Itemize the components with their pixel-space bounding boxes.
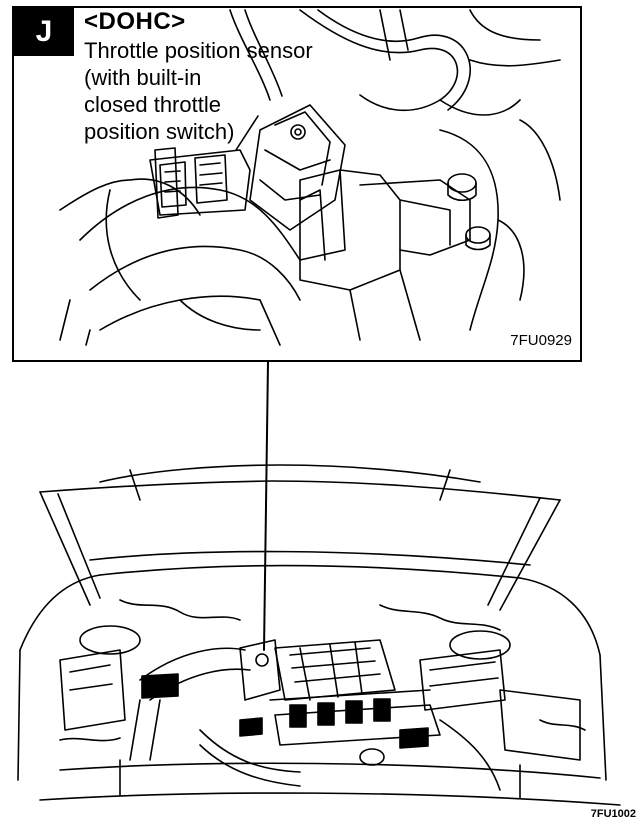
- callout-line-4: position switch): [84, 119, 235, 144]
- filled-box-left: [141, 673, 179, 699]
- throttle-position-sensor-shape: [149, 149, 251, 216]
- view-badge: J: [14, 8, 74, 56]
- manifold-runner: [317, 702, 335, 726]
- callout-line-1: Throttle position sensor: [84, 38, 313, 63]
- inset-figure-code: 7FU0929: [510, 332, 572, 349]
- callout-line-3: closed throttle: [84, 92, 221, 117]
- main-figure-code: 7FU1002: [590, 808, 636, 820]
- sensor-leader-line: [235, 115, 259, 151]
- inset-frame: [12, 6, 582, 362]
- manifold-runner: [373, 698, 391, 722]
- engine-variant-label: <DOHC>: [84, 8, 186, 35]
- manifold-runner: [289, 704, 307, 728]
- manifold-runner: [345, 700, 363, 724]
- inset-drawing: [59, 9, 561, 346]
- connector-line: [263, 361, 269, 651]
- callout-line-2: (with built-in: [84, 65, 202, 90]
- engine-bay-drawing: [17, 464, 621, 806]
